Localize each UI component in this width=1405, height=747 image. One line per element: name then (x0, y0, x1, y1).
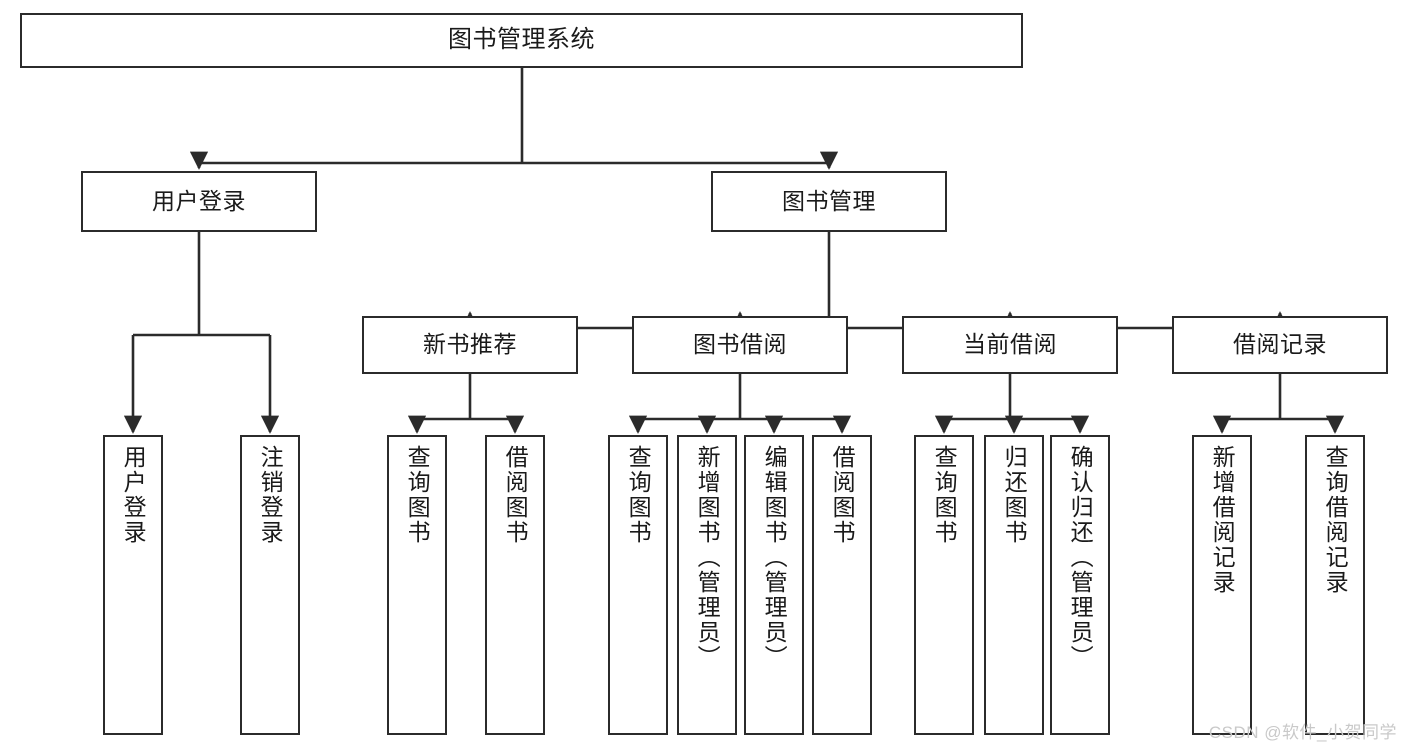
node-leaf-borrow-add[interactable]: 新增图书（管理员） (677, 435, 737, 735)
node-label-leaf-rec-add: 新增借阅记录 (1209, 445, 1236, 595)
node-leaf-cur-return[interactable]: 归还图书 (984, 435, 1044, 735)
node-login[interactable]: 用户登录 (81, 171, 317, 232)
node-leaf-rec-query[interactable]: 查询借阅记录 (1305, 435, 1365, 735)
node-label-records: 借阅记录 (1233, 331, 1327, 358)
node-label-root: 图书管理系统 (448, 26, 595, 54)
csdn-watermark: CSDN @软件_小贺同学 (1208, 723, 1397, 742)
node-leaf-rec-add[interactable]: 新增借阅记录 (1192, 435, 1252, 735)
node-label-leaf-cur-query: 查询图书 (931, 445, 958, 545)
node-leaf-borrow-query[interactable]: 查询图书 (608, 435, 668, 735)
node-current[interactable]: 当前借阅 (902, 316, 1118, 374)
node-label-leaf-cur-confirm: 确认归还（管理员） (1067, 445, 1094, 670)
node-records[interactable]: 借阅记录 (1172, 316, 1388, 374)
node-label-leaf-new-borrow: 借阅图书 (502, 445, 529, 545)
node-label-leaf-cur-return: 归还图书 (1001, 445, 1028, 545)
node-leaf-cur-confirm[interactable]: 确认归还（管理员） (1050, 435, 1110, 735)
node-bookmgmt[interactable]: 图书管理 (711, 171, 947, 232)
node-leaf-new-query[interactable]: 查询图书 (387, 435, 447, 735)
node-label-leaf-borrow-lend: 借阅图书 (829, 445, 856, 545)
node-leaf-borrow-edit[interactable]: 编辑图书（管理员） (744, 435, 804, 735)
node-root[interactable]: 图书管理系统 (20, 13, 1023, 68)
node-leaf-borrow-lend[interactable]: 借阅图书 (812, 435, 872, 735)
node-leaf-cur-query[interactable]: 查询图书 (914, 435, 974, 735)
node-label-leaf-user-logout: 注销登录 (257, 445, 284, 545)
node-label-newbook: 新书推荐 (423, 331, 517, 358)
node-label-current: 当前借阅 (963, 331, 1057, 358)
node-label-leaf-borrow-edit: 编辑图书（管理员） (761, 445, 788, 670)
node-leaf-user-logout[interactable]: 注销登录 (240, 435, 300, 735)
node-label-leaf-borrow-add: 新增图书（管理员） (694, 445, 721, 670)
node-label-borrow: 图书借阅 (693, 331, 787, 358)
node-leaf-new-borrow[interactable]: 借阅图书 (485, 435, 545, 735)
node-borrow[interactable]: 图书借阅 (632, 316, 848, 374)
node-newbook[interactable]: 新书推荐 (362, 316, 578, 374)
node-label-leaf-rec-query: 查询借阅记录 (1322, 445, 1349, 595)
node-label-leaf-new-query: 查询图书 (404, 445, 431, 545)
node-label-leaf-user-login: 用户登录 (120, 445, 147, 545)
node-leaf-user-login[interactable]: 用户登录 (103, 435, 163, 735)
node-label-leaf-borrow-query: 查询图书 (625, 445, 652, 545)
node-label-login: 用户登录 (152, 187, 246, 214)
node-label-bookmgmt: 图书管理 (782, 187, 876, 214)
